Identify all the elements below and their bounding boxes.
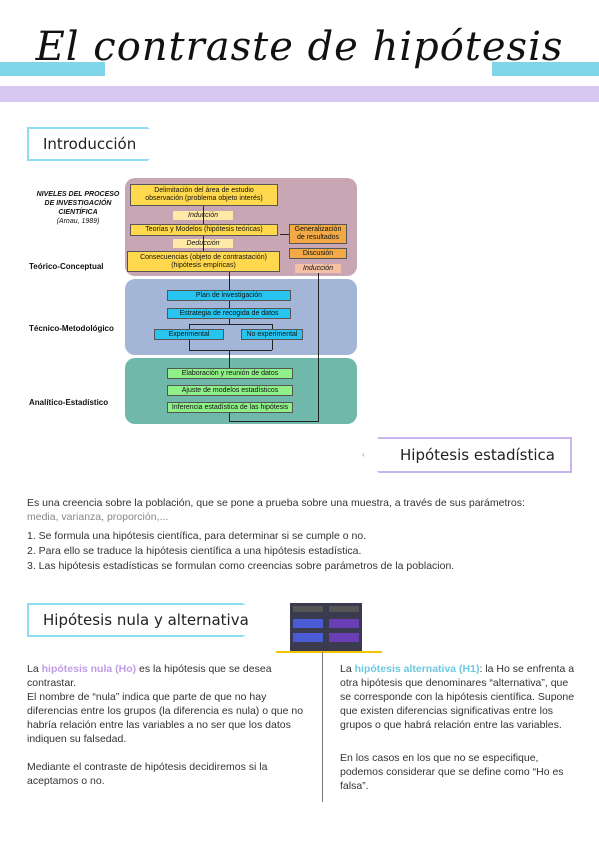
box-inferencia: Inferencia estadística de las hipótesis	[167, 402, 293, 413]
column-divider	[322, 652, 323, 802]
null-prefix: La	[27, 663, 42, 675]
connector-line	[189, 350, 272, 351]
connector-line	[318, 273, 319, 421]
null-paragraph: El nombre de “nula” indica que parte de …	[27, 691, 304, 745]
hypothesis-table-thumbnail	[290, 603, 362, 653]
connector-line	[229, 413, 230, 421]
thumb-header	[293, 606, 323, 612]
connector-line	[229, 421, 319, 422]
connector-line	[203, 206, 204, 224]
alt-term: hipótesis alternativa (H1)	[354, 663, 480, 675]
level-label-tecnico: Técnico-Metodológico	[29, 324, 114, 333]
null-intro: La hipótesis nula (Ho) es la hipótesis q…	[27, 662, 310, 690]
thumb-cell	[329, 619, 359, 628]
connector-line	[229, 350, 230, 368]
box-delimitacion-line: observación (problema objeto interés)	[145, 195, 263, 202]
box-ajuste: Ajuste de modelos estadísticos	[167, 385, 293, 396]
alt-prefix: La	[340, 663, 355, 675]
connector-line	[203, 236, 204, 251]
connector-line	[189, 324, 272, 325]
diagram-heading-line: DE INVESTIGACIÓN	[44, 200, 112, 207]
alt-rest: : la Ho se enfrenta a otra hipótesis que…	[340, 663, 575, 731]
stat-step: 3. Las hipótesis estadísticas se formula…	[27, 560, 455, 572]
box-generalizacion-line: de resultados	[296, 234, 340, 241]
connector-line	[272, 324, 273, 329]
thumb-cell	[293, 619, 323, 628]
box-no-experimental: No experimental	[241, 329, 303, 340]
box-discusion: Discusión	[289, 248, 347, 259]
stat-definition: Es una creencia sobre la población, que …	[27, 497, 525, 509]
alt-paragraph: En los casos en los que no se especifiqu…	[340, 752, 564, 792]
diagram-heading-sub: (Arnau, 1989)	[56, 218, 100, 225]
research-process-diagram: NIVELES DEL PROCESO DE INVESTIGACIÓN CIE…	[27, 178, 359, 426]
box-teorias: Teorías y Modelos (hipótesis teóricas)	[130, 224, 278, 236]
connector-line	[272, 340, 273, 350]
box-generalizacion: Generalización de resultados	[289, 224, 347, 244]
box-estrategia: Estrategia de recogida de datos	[167, 308, 291, 319]
level-label-analitico: Analítico-Estadístico	[29, 398, 109, 407]
diagram-heading-line: CIENTÍFICA	[58, 209, 98, 216]
box-elaboracion: Elaboración y reunión de datos	[167, 368, 293, 379]
connector-line	[229, 301, 230, 308]
thumb-cell	[293, 633, 323, 642]
title-stripe-lilac	[0, 86, 599, 102]
connector-line	[189, 340, 190, 350]
box-plan: Plan de investigación	[167, 290, 291, 301]
box-consecuencias: Consecuencias (objeto de contrastación) …	[127, 251, 280, 272]
section-tag-null-alt: Hipótesis nula y alternativa	[27, 603, 277, 637]
null-rest: es la hipótesis que se desea contrastar.	[27, 663, 272, 689]
section-tag-stat: Hipótesis estadística	[362, 437, 572, 473]
level-label-teorico: Teórico-Conceptual	[29, 262, 104, 271]
thumb-header	[329, 606, 359, 612]
connector-line	[189, 324, 190, 329]
box-experimental: Experimental	[154, 329, 224, 340]
connector-line	[229, 272, 230, 290]
box-consecuencias-line: (hipótesis empíricas)	[171, 261, 236, 269]
diagram-heading-line: NIVELES DEL PROCESO	[36, 191, 120, 198]
box-consecuencias-line: Consecuencias (objeto de contrastación)	[140, 253, 267, 261]
stat-params: media, varianza, proporción,...	[27, 511, 169, 523]
page-title: El contraste de hipótesis	[35, 24, 564, 70]
stat-step: 1. Se formula una hipótesis científica, …	[27, 530, 367, 542]
connector-line	[229, 319, 230, 324]
diagram-heading: NIVELES DEL PROCESO DE INVESTIGACIÓN CIE…	[29, 190, 127, 226]
box-delimitacion: Delimitación del área de estudio observa…	[130, 184, 278, 206]
alt-intro: La hipótesis alternativa (H1): la Ho se …	[340, 662, 578, 732]
title-stripe-cyan-left	[0, 62, 105, 76]
section-tag-intro: Introducción	[27, 127, 167, 161]
box-delimitacion-line: Delimitación del área de estudio	[154, 187, 254, 194]
connector-line	[280, 234, 289, 235]
label-induccion-2: Inducción	[295, 264, 341, 273]
thumb-underline	[276, 651, 382, 653]
box-generalizacion-line: Generalización	[294, 226, 342, 233]
null-term: hipótesis nula (Ho)	[41, 663, 137, 675]
title-stripe-cyan-right	[492, 62, 599, 76]
null-paragraph: Mediante el contraste de hipótesis decid…	[27, 761, 268, 787]
stat-step: 2. Para ello se traduce la hipótesis cie…	[27, 545, 362, 557]
thumb-cell	[329, 633, 359, 642]
